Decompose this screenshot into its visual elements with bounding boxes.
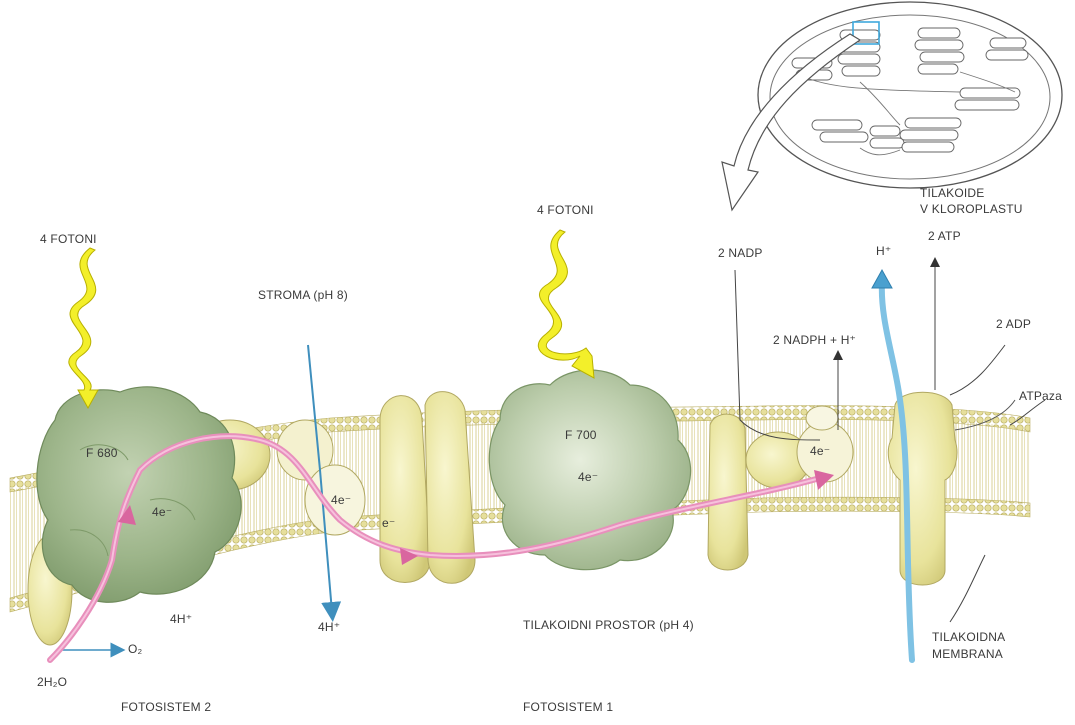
label-membrana-line1: TILAKOIDNA (932, 630, 1005, 645)
atp-synthase-proton-flow-tip (872, 270, 892, 288)
label-tilakoide-line2: V KLOROPLASTU (920, 202, 1023, 217)
label-nadph: 2 NADPH + H⁺ (773, 333, 856, 348)
label-o2: O₂ (128, 642, 142, 657)
label-electron-pq: e⁻ (382, 516, 395, 531)
label-water: 2H₂O (37, 675, 67, 690)
label-atpaza: ATPaza (1019, 389, 1062, 404)
label-h-plus: H⁺ (876, 244, 891, 259)
label-4h-left: 4H⁺ (170, 612, 192, 627)
label-electrons-fnr: 4e⁻ (810, 444, 830, 459)
label-electrons-cyt: 4e⁻ (331, 493, 351, 508)
label-electrons-ps2: 4e⁻ (152, 505, 172, 520)
label-nadp: 2 NADP (718, 246, 763, 261)
label-membrana-line2: MEMBRANA (932, 647, 1003, 662)
membrana-line (950, 555, 985, 622)
label-fotosistem-1: FOTOSISTEM 1 (523, 700, 613, 715)
label-fotoni-right: 4 FOTONI (537, 203, 594, 218)
photosystem-2 (37, 387, 241, 602)
label-tilakoidni-prostor: TILAKOIDNI PROSTOR (pH 4) (523, 618, 694, 633)
label-4h-stroma: 4H⁺ (318, 620, 340, 635)
label-electrons-ps1: 4e⁻ (578, 470, 598, 485)
label-adp: 2 ADP (996, 317, 1031, 332)
label-tilakoide-line1: TILAKOIDE (920, 186, 984, 201)
label-f700: F 700 (565, 428, 597, 443)
label-f680: F 680 (86, 446, 118, 461)
label-fotosistem-2: FOTOSISTEM 2 (121, 700, 211, 715)
adp-line (950, 345, 1005, 395)
photon-arrows (69, 230, 594, 408)
chloroplast-inset (722, 2, 1062, 210)
label-atp: 2 ATP (928, 229, 961, 244)
label-fotoni-left: 4 FOTONI (40, 232, 97, 247)
photon-arrow-right (538, 230, 594, 378)
label-stroma: STROMA (pH 8) (258, 288, 348, 303)
photon-arrow-left (69, 248, 98, 408)
